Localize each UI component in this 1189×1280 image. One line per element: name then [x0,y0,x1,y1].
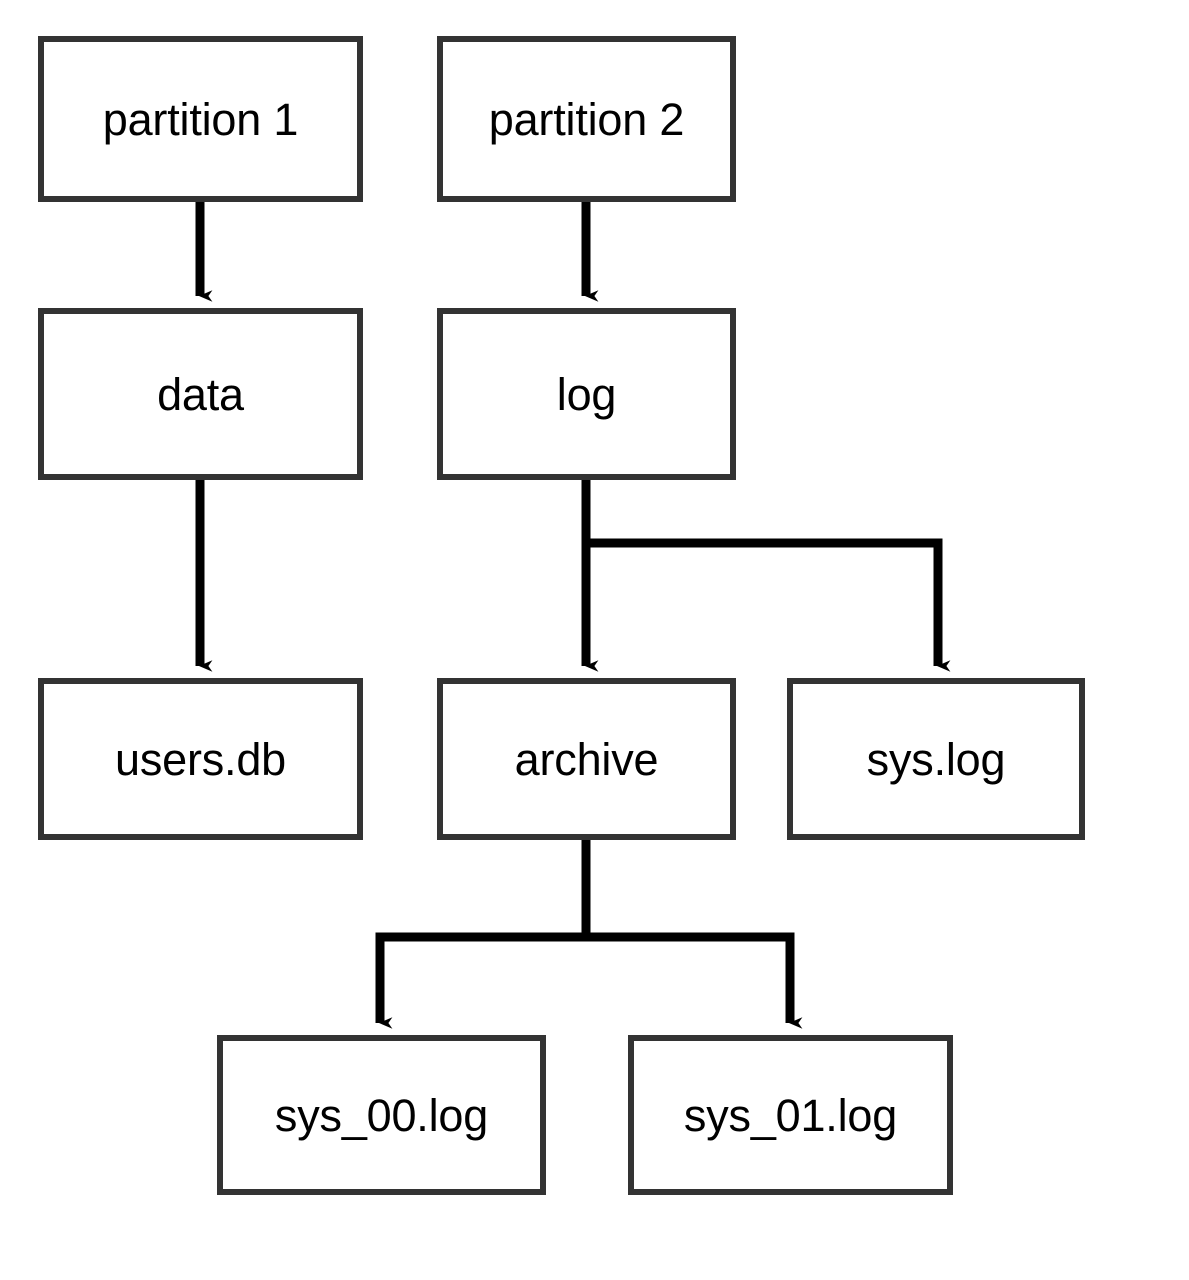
node-archive[interactable]: archive [437,678,736,840]
node-sys-00-log[interactable]: sys_00.log [217,1035,546,1195]
node-partition2[interactable]: partition 2 [437,36,736,202]
node-partition1[interactable]: partition 1 [38,36,363,202]
node-log[interactable]: log [437,308,736,480]
node-sys-01-log[interactable]: sys_01.log [628,1035,953,1195]
node-label: archive [514,733,659,785]
node-label: sys_00.log [274,1089,489,1141]
node-data[interactable]: data [38,308,363,480]
node-label: data [157,368,244,420]
node-label: sys.log [866,733,1006,785]
edge-archive-to-sys00log [375,840,591,1029]
node-label: log [556,368,617,420]
node-label: sys_01.log [683,1089,898,1141]
edge-log-to-syslog [586,538,951,672]
node-users-db[interactable]: users.db [38,678,363,840]
node-label: users.db [115,733,286,785]
node-label: partition 1 [102,93,299,145]
edge-archive-to-sys01log [586,932,803,1029]
node-sys-log[interactable]: sys.log [787,678,1085,840]
node-label: partition 2 [488,93,685,145]
